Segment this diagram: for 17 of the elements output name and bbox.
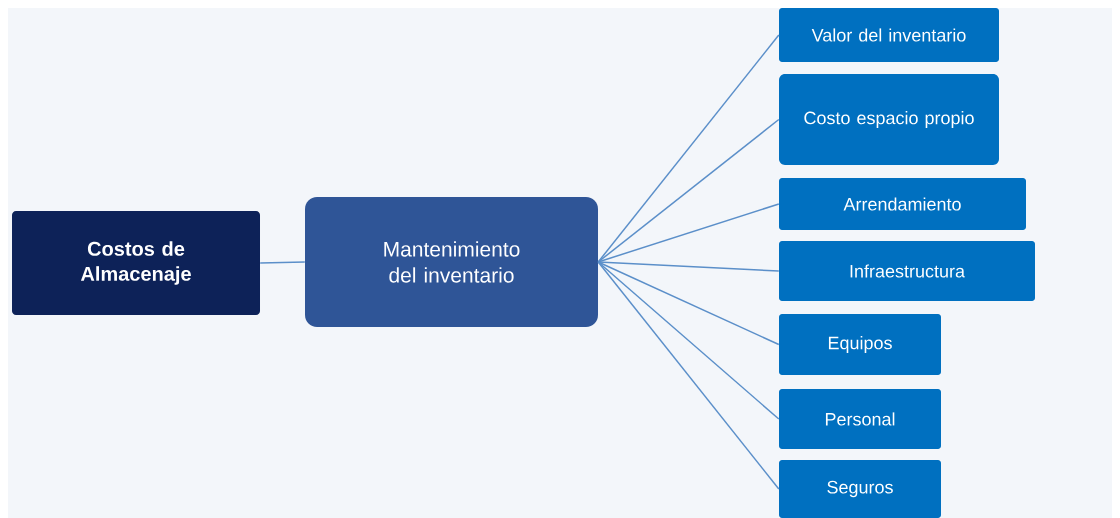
- connector-line: [597, 261, 780, 272]
- connector-line: [597, 203, 780, 263]
- item-box: Seguros: [779, 460, 941, 518]
- connector-line: [597, 261, 780, 420]
- connector-line: [597, 118, 780, 263]
- connector-line: [597, 261, 780, 346]
- item-box: Valor del inventario: [779, 8, 999, 62]
- item-box: Arrendamiento: [779, 178, 1026, 230]
- root-box: Costos de Almacenaje: [12, 211, 260, 315]
- connector-line: [597, 34, 780, 263]
- item-box: Equipos: [779, 314, 941, 375]
- item-box: Costo espacio propio: [779, 74, 999, 165]
- item-box: Infraestructura: [779, 241, 1035, 301]
- item-box: Personal: [779, 389, 941, 449]
- connector-line: [597, 261, 780, 490]
- connector-line: [259, 261, 306, 264]
- category-box: Mantenimiento del inventario: [305, 197, 598, 327]
